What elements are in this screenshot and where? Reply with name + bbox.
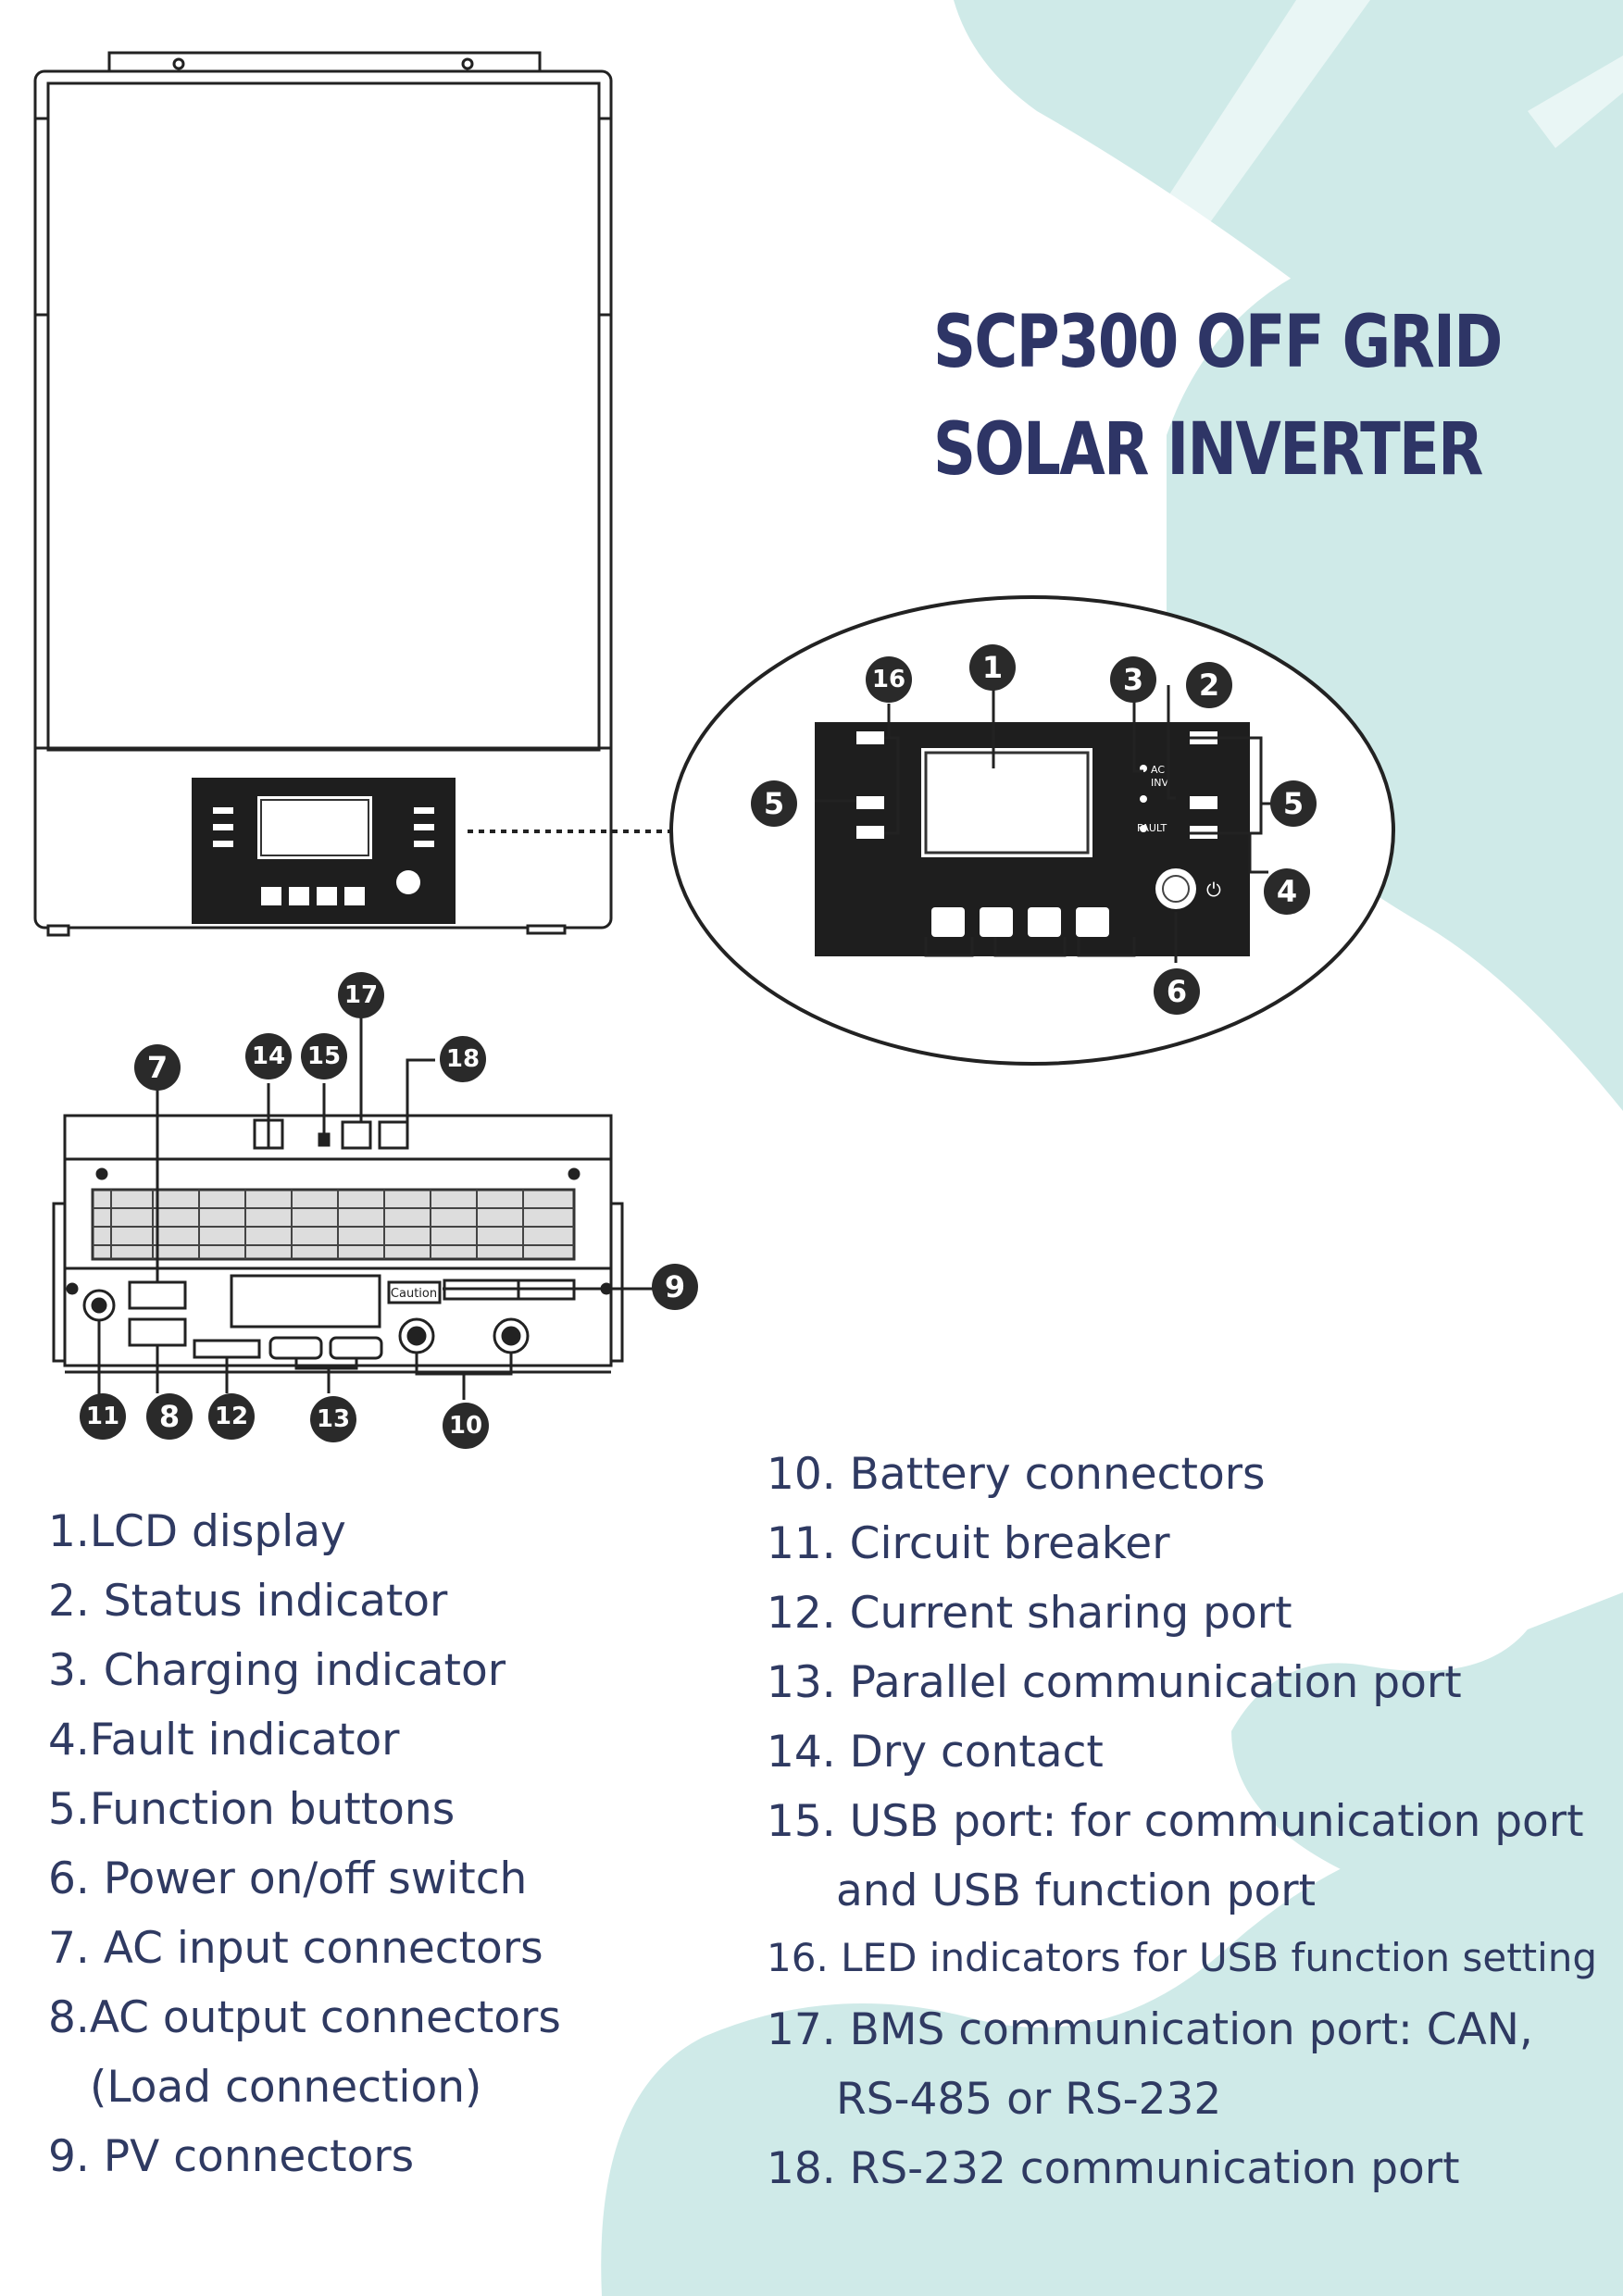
badge-13: 13 [310,1396,356,1442]
title-line-2: SOLAR INVERTER [933,408,1483,492]
legend-item: 15. USB port: for communication port [767,1796,1584,1847]
title-line-1: SCP300 OFF GRID [933,301,1503,384]
legend-item: 5.Function buttons [48,1784,456,1835]
legend-item: 8.AC output connectors [48,1992,561,2043]
svg-text:13: 13 [317,1405,350,1433]
badge-9: 9 [652,1264,698,1310]
legend-item: 7. AC input connectors [48,1923,543,1974]
svg-text:6: 6 [1167,974,1187,1009]
legend-item: 17. BMS communication port: CAN, [767,2004,1533,2055]
front-control-panel [192,778,456,924]
number-badges: 1 2 3 4 5 5 6 7 8 9 10 11 12 13 14 15 16… [80,644,1317,1449]
legend-item: 16. LED indicators for USB function sett… [767,1935,1598,1980]
svg-text:14: 14 [252,1042,285,1070]
legend-item: 6. Power on/off switch [48,1853,528,1904]
svg-text:9: 9 [665,1269,685,1304]
svg-text:16: 16 [872,666,905,693]
badge-15: 15 [301,1033,347,1079]
svg-text:4: 4 [1277,874,1297,909]
legend-item: 13. Parallel communication port [767,1657,1462,1708]
caution-label: Caution [391,1287,437,1301]
power-icon: ⏻ [1206,879,1221,901]
svg-text:5: 5 [764,786,784,821]
badge-2: 2 [1186,662,1232,708]
legend-item: 1.LCD display [48,1506,346,1557]
legend-item: and USB function port [836,1866,1317,1916]
badge-17: 17 [338,972,384,1018]
panel-inv-label: INV [1151,777,1168,789]
inverter-bottom-view [52,1114,624,1374]
svg-text:3: 3 [1123,662,1143,697]
badge-12: 12 [208,1393,255,1440]
badge-4: 4 [1264,868,1310,915]
badge-18: 18 [440,1036,486,1082]
svg-text:1: 1 [982,650,1003,685]
svg-text:5: 5 [1283,786,1304,821]
svg-text:15: 15 [307,1042,341,1070]
legend-item: RS-485 or RS-232 [836,2074,1222,2125]
panel-fault-label: FAULT [1137,822,1167,834]
badge-1: 1 [969,644,1016,691]
svg-text:11: 11 [86,1403,119,1430]
badge-5-right: 5 [1270,780,1317,827]
panel-zoom-ellipse: AC INV FAULT ⏻ [669,595,1395,1066]
inverter-diagram: AC INV FAULT ⏻ [33,51,1395,1449]
legend-item: 4.Fault indicator [48,1715,400,1766]
legend-item: (Load connection) [90,2062,482,2113]
legend-item: 14. Dry contact [767,1727,1104,1778]
svg-text:10: 10 [449,1412,482,1440]
panel-ac-label: AC [1151,764,1165,776]
svg-text:18: 18 [446,1045,480,1073]
svg-text:17: 17 [344,981,378,1009]
svg-text:2: 2 [1199,668,1219,703]
badge-8: 8 [146,1393,193,1440]
badge-3: 3 [1110,656,1156,703]
legend-item: 18. RS-232 communication port [767,2143,1460,2194]
legend-item: 9. PV connectors [48,2131,415,2182]
svg-text:8: 8 [159,1399,180,1434]
legend-item: 10. Battery connectors [767,1449,1266,1500]
badge-11: 11 [80,1393,126,1440]
legend-item: 2. Status indicator [48,1576,448,1627]
legend-item: 3. Charging indicator [48,1645,506,1696]
badge-14: 14 [245,1033,292,1079]
badge-16: 16 [866,656,912,703]
svg-text:7: 7 [147,1050,168,1085]
badge-6: 6 [1154,968,1200,1015]
badge-5-left: 5 [751,780,797,827]
badge-10: 10 [443,1403,489,1449]
legend-item: 11. Circuit breaker [767,1518,1170,1569]
legend-item: 12. Current sharing port [767,1588,1292,1639]
badge-7: 7 [134,1044,181,1091]
inverter-front-view [33,51,613,937]
svg-text:12: 12 [215,1403,248,1430]
